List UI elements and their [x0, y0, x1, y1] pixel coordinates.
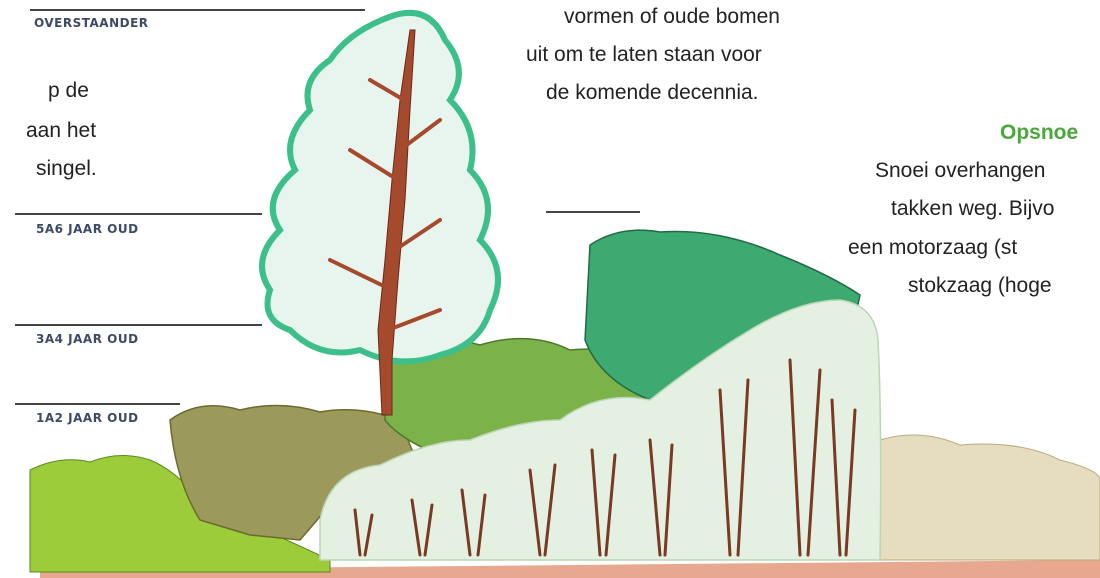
tree-crown — [259, 9, 501, 365]
right-text-line-1: Snoei overhangen — [875, 159, 1046, 182]
tree-trunk — [377, 29, 416, 416]
label-age-1-2: 1A2 JAAR OUD — [36, 411, 139, 425]
center-text-line-1: vormen of oude bomen — [564, 5, 780, 28]
right-text-line-3: een motorzaag (st — [848, 236, 1018, 259]
left-text-line-3: singel. — [36, 157, 97, 180]
left-text-line-2: aan het — [26, 119, 97, 142]
coppice-stems — [353, 358, 857, 557]
right-text-line-2: takken weg. Bijvo — [891, 197, 1055, 220]
overstaander-tree — [259, 9, 501, 416]
ground-strip — [40, 560, 1100, 578]
center-text-line-3: de komende decennia. — [546, 81, 759, 104]
left-text-line-1: p de — [48, 79, 89, 102]
center-text-line-2: uit om te laten staan voor — [526, 43, 762, 66]
label-overstaander: OVERSTAANDER — [34, 16, 149, 30]
right-text-line-4: stokzaag (hoge — [908, 274, 1052, 297]
label-age-5-6: 5A6 JAAR OUD — [36, 222, 139, 236]
right-heading: Opsnoe — [1000, 121, 1079, 144]
label-age-3-4: 3A4 JAAR OUD — [36, 332, 139, 346]
olive-hedge — [169, 404, 421, 541]
far-right-bush — [879, 434, 1100, 561]
